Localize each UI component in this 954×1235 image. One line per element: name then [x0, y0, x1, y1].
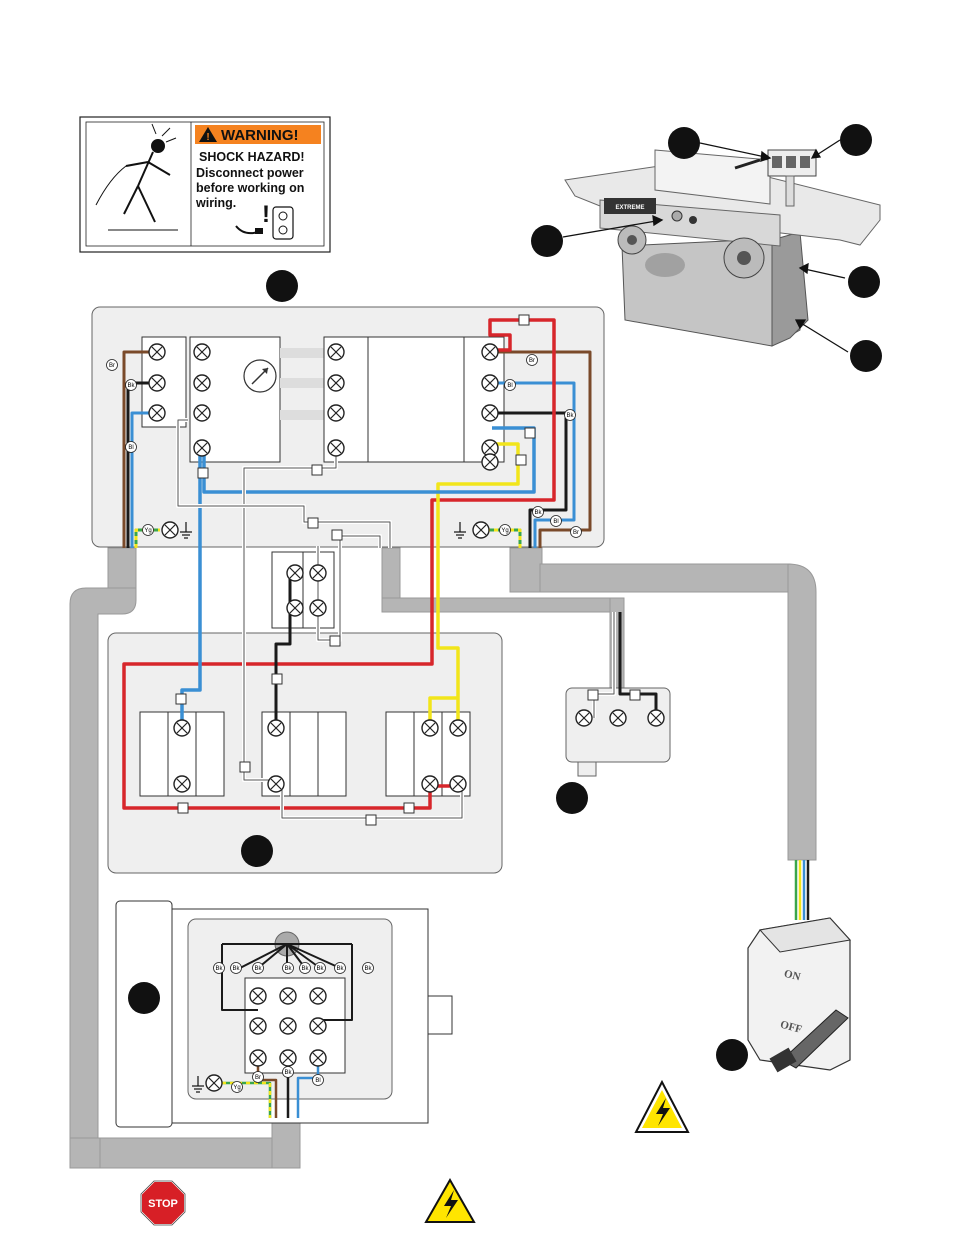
wire-tag-label: Bk [215, 966, 223, 972]
warning-line-2: before working on [196, 181, 304, 195]
wire-tag-label: Bl [315, 1078, 320, 1084]
callout-circle [266, 270, 298, 302]
warning-label: ! WARNING! SHOCK HAZARD! Disconnect powe… [80, 117, 330, 252]
callout-circle [850, 340, 882, 372]
motor-junction-box [116, 901, 452, 1127]
callout-circle [848, 266, 880, 298]
wire-tag-label: Bk [316, 966, 324, 972]
callout-circle [241, 835, 273, 867]
wire-tag-label: Yg [501, 528, 508, 534]
wire-tag-label: Bk [336, 966, 344, 972]
warning-title: SHOCK HAZARD! [199, 150, 305, 164]
electrical-hazard-icon [426, 1180, 474, 1222]
callout-circle [128, 982, 160, 1014]
wire-tag-label: Bk [301, 966, 309, 972]
machine-nameplate: EXTREME [615, 205, 644, 211]
capacitor-box [108, 633, 502, 873]
warning-line-1: Disconnect power [196, 166, 304, 180]
callout-circle [716, 1039, 748, 1071]
foot-pedal-switch: ON OFF [748, 918, 850, 1072]
wire-tag-label: Br [529, 358, 535, 364]
wire-tag-label: Bk [284, 1070, 292, 1076]
wire-tag-label: Br [573, 530, 579, 536]
wire-tag-label: Bk [566, 413, 574, 419]
wire-tag-label: Bk [232, 966, 240, 972]
warning-header: WARNING! [221, 127, 299, 144]
jointer-machine-image: EXTREME [565, 150, 880, 346]
terminal-block-center [272, 552, 334, 628]
wire-tag-label: Bl [128, 445, 133, 451]
wire-tag-label: Bk [254, 966, 262, 972]
callout-circle [840, 124, 872, 156]
callout-circle [556, 782, 588, 814]
wire-tag-label: Bl [507, 383, 512, 389]
wire-tag-label: Yg [144, 528, 151, 534]
wire-tag-label: Bk [534, 510, 542, 516]
svg-text:!: ! [206, 132, 209, 143]
electrical-hazard-icon [636, 1082, 688, 1132]
wire-tag-label: Bk [127, 383, 135, 389]
wire-tag-label: Bk [364, 966, 372, 972]
start-switch-box [566, 688, 670, 776]
warning-line-3: wiring. [195, 196, 236, 210]
stop-sign-icon: STOP [141, 1181, 185, 1225]
callout-circle [531, 225, 563, 257]
wire-tag-label: Bl [553, 519, 558, 525]
stop-sign-text: STOP [148, 1198, 178, 1210]
wire-tag-label: Yg [233, 1085, 240, 1091]
wire-tag-label: Br [109, 363, 115, 369]
svg-text:!: ! [262, 201, 270, 228]
wire-tag-label: Bk [284, 966, 292, 972]
callout-circle [668, 127, 700, 159]
wire-tag-label: Br [255, 1075, 261, 1081]
